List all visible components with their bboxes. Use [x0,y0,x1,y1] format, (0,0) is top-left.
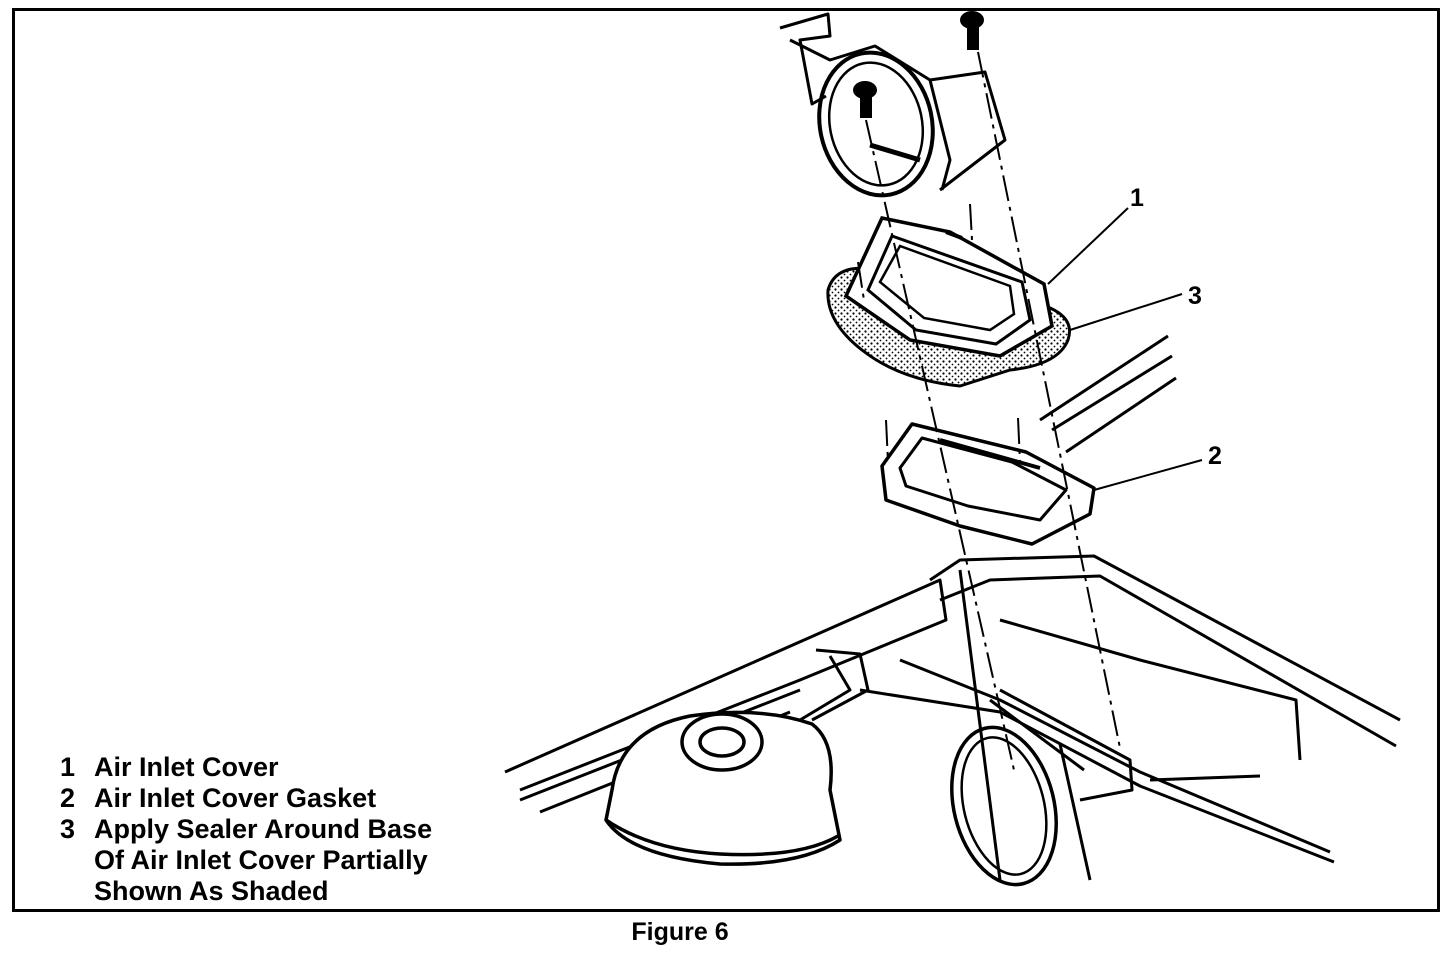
callout-1: 1 [1130,184,1144,212]
legend-text: Air Inlet Cover [94,752,279,782]
legend: 1 Air Inlet Cover 2 Air Inlet Cover Gask… [60,752,432,907]
callout-2: 2 [1208,442,1222,470]
screw-left [853,81,877,118]
air-inlet-cover-gasket [880,422,1096,546]
legend-item: 1 Air Inlet Cover [60,752,432,783]
air-inlet-cover [826,216,1071,388]
legend-text: Apply Sealer Around Base Of Air Inlet Co… [94,814,433,906]
blower-housing [779,12,1007,198]
screw-right [960,11,984,50]
legend-text: Air Inlet Cover Gasket [94,783,377,813]
cowl-structure [504,334,1401,881]
alignment-lines [857,51,1121,771]
legend-item: 3 Apply Sealer Around Base Of Air Inlet … [60,814,432,907]
leader-lines [1047,207,1203,491]
legend-number: 1 [60,752,76,782]
legend-item: 2 Air Inlet Cover Gasket [60,783,432,814]
legend-number: 3 [60,814,76,844]
cowl-opening [950,725,1058,887]
callout-3: 3 [1188,282,1202,310]
figure-frame [12,8,1440,912]
figure-caption: Figure 6 [631,918,729,946]
strut-tower [604,710,842,866]
legend-number: 2 [60,783,76,813]
